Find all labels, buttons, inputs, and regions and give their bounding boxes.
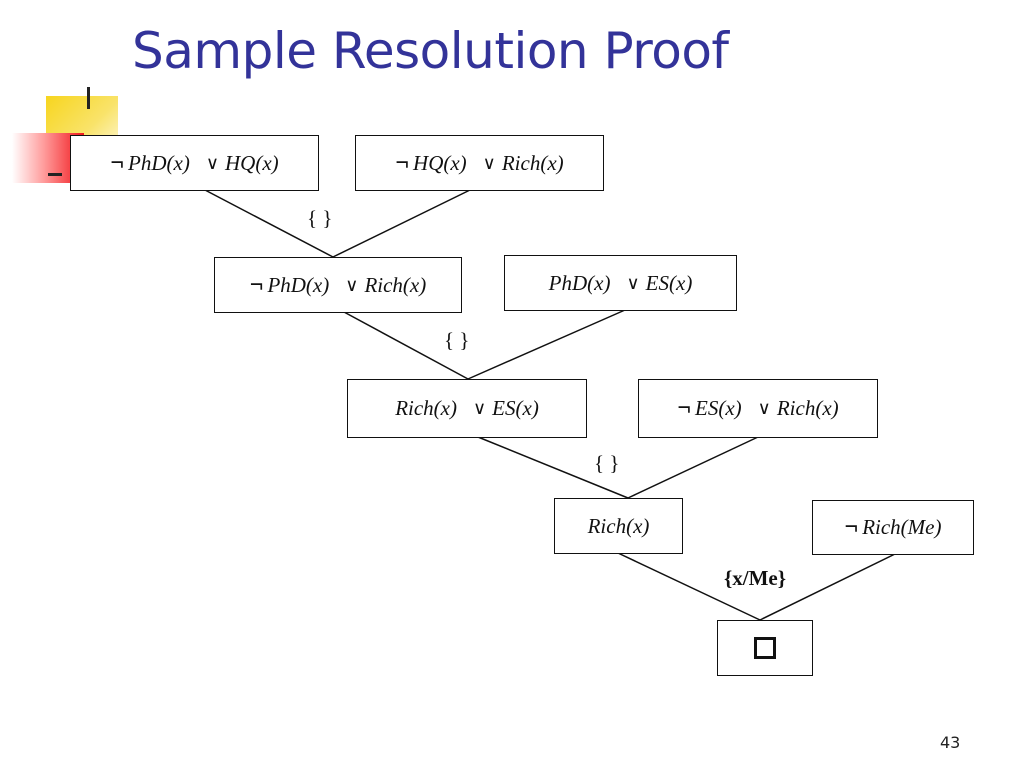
clause-phd-or-es: PhD(x) ∨ ES(x) [504,255,737,311]
empty-clause-box [754,637,776,659]
empty-clause [717,620,813,676]
literal-left: PhD(x) [128,150,190,175]
literal: Rich(x) [587,513,650,538]
clause-not-phd-or-hq: ¬ PhD(x) ∨ HQ(x) [70,135,319,191]
literal-right: ES(x) [645,270,693,295]
negation-symbol: ¬ [249,271,264,298]
literal-left: Rich(x) [395,396,457,420]
literal: Rich(Me) [862,515,942,539]
or-symbol: ∨ [482,152,496,173]
clause-not-es-or-rich: ¬ ES(x) ∨ Rich(x) [638,379,878,438]
page-number: 43 [940,733,961,752]
edge-c6-c7 [627,436,759,499]
edge-c2-c3 [332,189,471,258]
literal-left: HQ(x) [413,150,467,175]
edge-c4-c5 [467,309,626,380]
clause-rich: Rich(x) [554,498,683,554]
literal-right: Rich(x) [364,272,427,297]
or-symbol: ∨ [472,398,487,418]
edge-c1-c3 [204,189,334,258]
slide-corner-bar-vertical [87,87,90,109]
substitution-label-4: {x/Me} [724,566,787,590]
literal-right: Rich(x) [501,150,564,175]
negation-symbol: ¬ [395,149,410,176]
literal-right: Rich(x) [776,396,839,420]
literal-left: PhD(x) [548,270,611,295]
literal-right: HQ(x) [225,150,279,175]
negation-symbol: ¬ [844,514,859,540]
clause-not-rich-me: ¬ Rich(Me) [812,500,974,555]
substitution-label-3: { } [594,451,620,475]
clause-not-hq-or-rich: ¬ HQ(x) ∨ Rich(x) [355,135,604,191]
edge-c3-c5 [343,311,469,380]
slide-title: Sample Resolution Proof [132,22,729,80]
or-symbol: ∨ [345,274,359,295]
clause-not-phd-or-rich: ¬ PhD(x) ∨ Rich(x) [214,257,462,313]
edge-c8-empty [759,552,898,621]
literal-right: ES(x) [492,396,539,420]
edge-c7-empty [617,552,761,621]
negation-symbol: ¬ [677,395,692,421]
edge-c5-c7 [477,436,629,499]
or-symbol: ∨ [626,272,640,293]
or-symbol: ∨ [205,152,220,173]
literal-left: ES(x) [695,396,742,420]
or-symbol: ∨ [757,398,771,418]
clause-rich-or-es: Rich(x) ∨ ES(x) [347,379,587,438]
substitution-label-1: { } [307,206,333,230]
substitution-label-2: { } [444,328,470,352]
negation-symbol: ¬ [110,149,125,176]
literal-left: PhD(x) [267,272,330,297]
slide-corner-bar-horizontal [48,173,62,176]
